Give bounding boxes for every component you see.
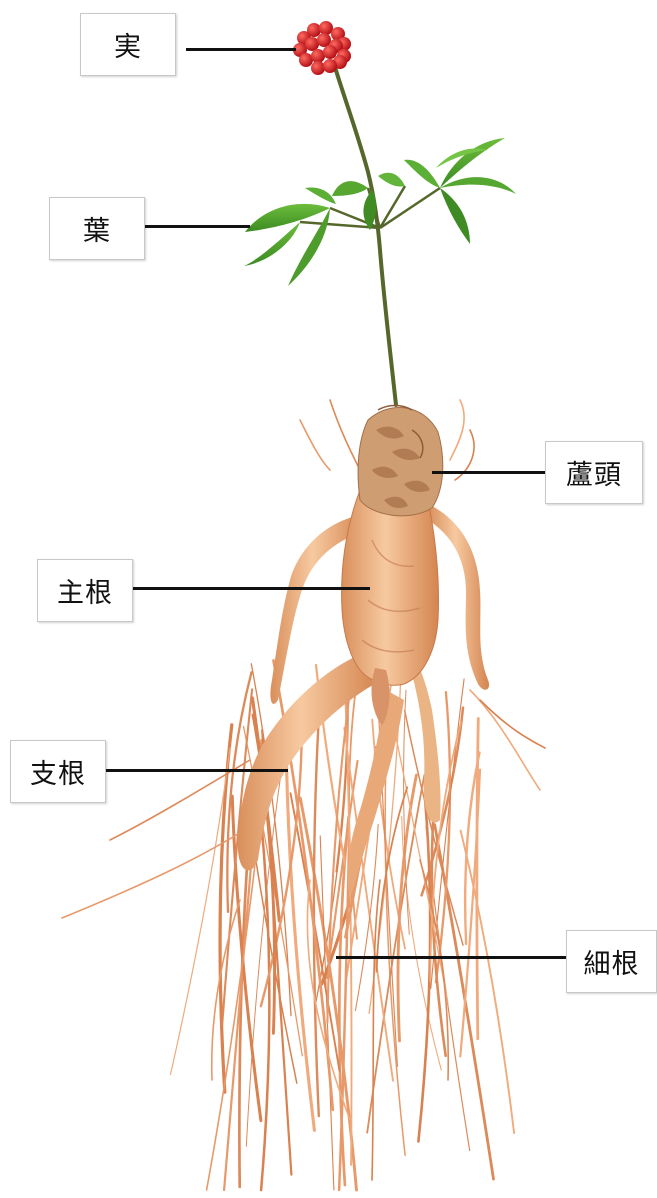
label-berry-text: 実 [114,25,142,64]
label-branch-root-text: 支根 [30,752,86,791]
leader-line-berry [186,48,296,51]
label-leaf-text: 葉 [83,209,111,248]
leader-line-rhizome-head [432,471,545,474]
leader-line-branch-root [106,769,288,772]
label-berry: 実 [80,13,176,76]
label-main-root-text: 主根 [57,571,113,610]
leader-line-fine-root [336,956,566,959]
berries-drawing [293,21,351,75]
leader-line-main-root [133,587,370,590]
label-rhizome-head: 蘆頭 [545,441,643,504]
label-fine-root-text: 細根 [584,942,640,981]
label-leaf: 葉 [49,197,145,260]
fine-roots-drawing [62,400,545,1190]
label-main-root: 主根 [37,559,133,622]
label-branch-root: 支根 [10,740,106,803]
label-fine-root: 細根 [566,930,657,993]
stem-drawing [334,64,396,405]
rhizome-head-drawing [358,406,443,516]
label-rhizome-head-text: 蘆頭 [566,453,622,492]
leader-line-leaf [145,225,250,228]
